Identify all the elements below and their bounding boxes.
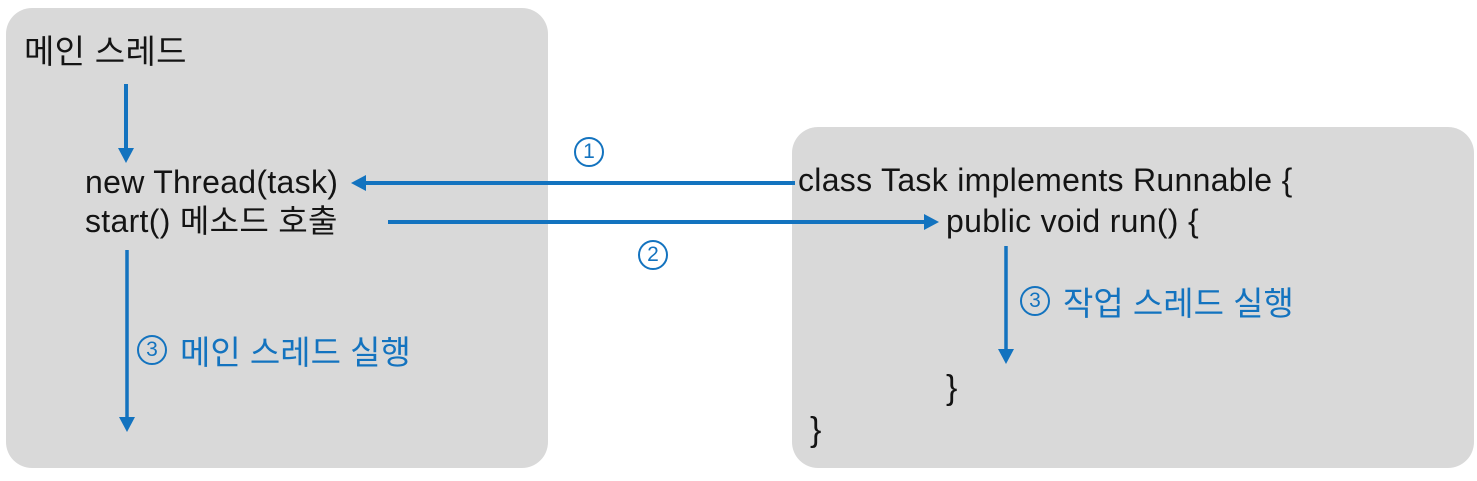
main-thread-title: 메인 스레드 — [24, 33, 187, 70]
task-class-box — [792, 127, 1474, 468]
circled-2-icon: 2 — [638, 240, 668, 270]
main-thread-step3-label: 메인 스레드 실행 — [180, 334, 411, 371]
start-call-code: start() 메소드 호출 — [85, 203, 338, 239]
run-close-brace: } — [946, 369, 958, 407]
class-task-code: class Task implements Runnable { — [798, 162, 1293, 198]
circled-3-icon: 3 — [137, 335, 167, 365]
worker-thread-step3-label: 작업 스레드 실행 — [1063, 285, 1294, 322]
circled-1-icon: 1 — [574, 137, 604, 167]
circled-3-icon: 3 — [1020, 286, 1050, 316]
main-thread-box — [6, 8, 548, 468]
run-method-code: public void run() { — [946, 203, 1199, 239]
main-thread-step3: 3 메인 스레드 실행 — [137, 326, 411, 374]
new-thread-code: new Thread(task) — [85, 164, 339, 200]
worker-thread-step3: 3 작업 스레드 실행 — [1020, 277, 1294, 325]
class-close-brace: } — [810, 411, 822, 449]
